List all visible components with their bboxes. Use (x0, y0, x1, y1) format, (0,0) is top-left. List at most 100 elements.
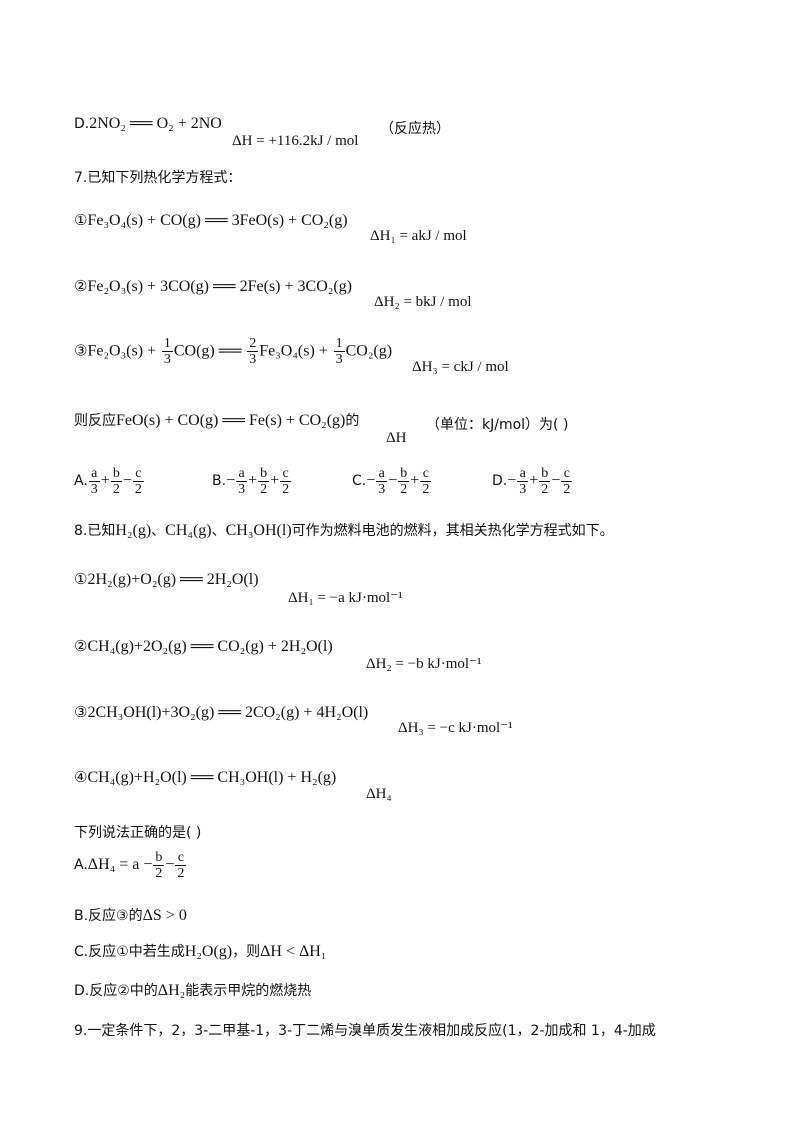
q7-stem: 7.已知下列热化学方程式： (74, 170, 242, 186)
q6-option-d: D.2NO₂ ══ O₂ + 2NO (74, 114, 222, 133)
plus-sign: + (529, 472, 539, 490)
frac-numerator: 2 (247, 336, 259, 352)
frac-numerator: c (420, 466, 432, 482)
q7-eq3-dh: ΔH₃ = ckJ / mol (412, 359, 509, 375)
q7-eq3-part4: CO₂(g) (345, 342, 393, 360)
option-b-math: ΔS > 0 (142, 907, 187, 924)
q8-eq3-formula: 2CH₃OH(l)+3O₂(g) ══ 2CO₂(g) + 4H₂O(l) (87, 704, 369, 721)
q7-eq3-number: ③ (74, 341, 88, 360)
plus-sign: + (410, 472, 420, 490)
frac-denominator: 3 (249, 352, 257, 367)
plus-sign: + (100, 472, 110, 490)
frac-numerator: c (132, 466, 144, 482)
frac-denominator: 2 (155, 866, 163, 881)
q8-question: 下列说法正确的是( ) (74, 825, 202, 841)
q8-eq1-number: ① (74, 570, 88, 588)
q8-stem-prefix: 8.已知 (74, 523, 116, 539)
frac-denominator: 3 (238, 482, 246, 497)
q8-eq3: ③2CH₃OH(l)+3O₂(g) ══ 2CO₂(g) + 4H₂O(l) (74, 703, 368, 722)
frac-numerator: a (517, 466, 529, 482)
frac-numerator: a (236, 466, 248, 482)
frac-numerator: b (110, 466, 122, 482)
q6-option-d-note: （反应热） (380, 121, 450, 137)
option-label: D. (492, 473, 508, 490)
frac-denominator: 2 (541, 482, 549, 497)
frac-denominator: 2 (134, 482, 142, 497)
q8-option-d[interactable]: D.反应②中的ΔH₂能表示甲烷的燃烧热 (74, 980, 311, 1000)
plus-sign: + (270, 472, 280, 490)
q8-eq4-formula: CH₄(g)+H₂O(l) ══ CH₃OH(l) + H₂(g) (87, 769, 337, 786)
minus-sign: − (507, 472, 517, 490)
option-label: A. (74, 473, 88, 490)
q7-eq2-number: ② (74, 277, 88, 295)
q8-eq4-dh: ΔH₄ (366, 786, 392, 802)
separator: 、 (151, 523, 166, 539)
q8-eq2-formula: CH₄(g)+2O₂(g) ══ CO₂(g) + 2H₂O(l) (87, 638, 333, 655)
frac-denominator: 3 (90, 482, 98, 497)
q7-eq2-formula: Fe₂O₃(s) + 3CO(g) ══ 2Fe(s) + 3CO₂(g) (87, 278, 352, 295)
separator: 、 (211, 523, 226, 539)
q7-question-suffix: （单位：kJ/mol）为( ) (426, 417, 569, 433)
option-label: A. (74, 857, 88, 874)
q7-eq2-dh: ΔH₂ = bkJ / mol (374, 294, 472, 310)
plus-sign: + (248, 472, 258, 490)
q8-eq4-number: ④ (74, 768, 88, 786)
option-a-lhs: ΔH₄ = a − (87, 856, 153, 874)
frac-denominator: 2 (422, 482, 430, 497)
frac-numerator: b (398, 466, 410, 482)
q7-eq1-formula: Fe₃O₄(s) + CO(g) ══ 3FeO(s) + CO₂(g) (87, 212, 348, 229)
q7-question-formula: FeO(s) + CO(g) ══ Fe(s) + CO₂(g) (116, 412, 346, 429)
frac-numerator: b (258, 466, 270, 482)
q8-option-b[interactable]: B.反应③的ΔS > 0 (74, 905, 187, 925)
option-label: C. (352, 473, 367, 490)
frac-denominator: 2 (177, 866, 185, 881)
option-label: B. (212, 473, 227, 490)
frac-denominator: 3 (378, 482, 386, 497)
q7-question-de: 的 (345, 413, 360, 429)
q8-eq2: ②CH₄(g)+2O₂(g) ══ CO₂(g) + 2H₂O(l) (74, 637, 333, 656)
q7-eq3-part2: CO(g) ══ (173, 342, 242, 360)
q8-eq3-dh: ΔH₃ = −c kJ·mol⁻¹ (398, 720, 513, 736)
frac-numerator: c (175, 850, 187, 866)
frac-numerator: c (561, 466, 573, 482)
minus-sign: − (551, 472, 561, 490)
frac-numerator: 1 (161, 336, 173, 352)
q7-eq1: ①Fe₃O₄(s) + CO(g) ══ 3FeO(s) + CO₂(g) (74, 211, 348, 230)
q8-h2: H₂(g) (115, 522, 152, 539)
frac-denominator: 3 (519, 482, 527, 497)
frac-numerator: b (539, 466, 551, 482)
option-d-math: ΔH₂ (157, 982, 186, 999)
option-b-text: B.反应③的 (74, 908, 143, 924)
q8-stem: 8.已知H₂(g)、CH₄(g)、CH₃OH(l)可作为燃料电池的燃料，其相关热… (74, 520, 614, 540)
frac-numerator: c (280, 466, 292, 482)
frac-denominator: 3 (335, 352, 343, 367)
q7-question-prefix: 则反应 (74, 413, 116, 429)
q8-ch4: CH₄(g) (165, 522, 212, 539)
q7-eq2: ②Fe₂O₃(s) + 3CO(g) ══ 2Fe(s) + 3CO₂(g) (74, 277, 352, 296)
q8-eq1-formula: 2H₂(g)+O₂(g) ══ 2H₂O(l) (87, 571, 259, 588)
option-c-formula: H₂O(g) (184, 943, 233, 960)
q6-option-d-formula: 2NO₂ ══ O₂ + 2NO (89, 115, 222, 132)
q8-option-c[interactable]: C.反应①中若生成H₂O(g)，则ΔH < ΔH₁ (74, 941, 326, 961)
q9-stem: 9.一定条件下，2，3-二甲基-1，3-丁二烯与溴单质发生液相加成反应(1，2-… (74, 1023, 656, 1039)
q7-eq3-part3: Fe₃O₄(s) + (259, 342, 328, 360)
minus-sign: − (366, 472, 376, 490)
